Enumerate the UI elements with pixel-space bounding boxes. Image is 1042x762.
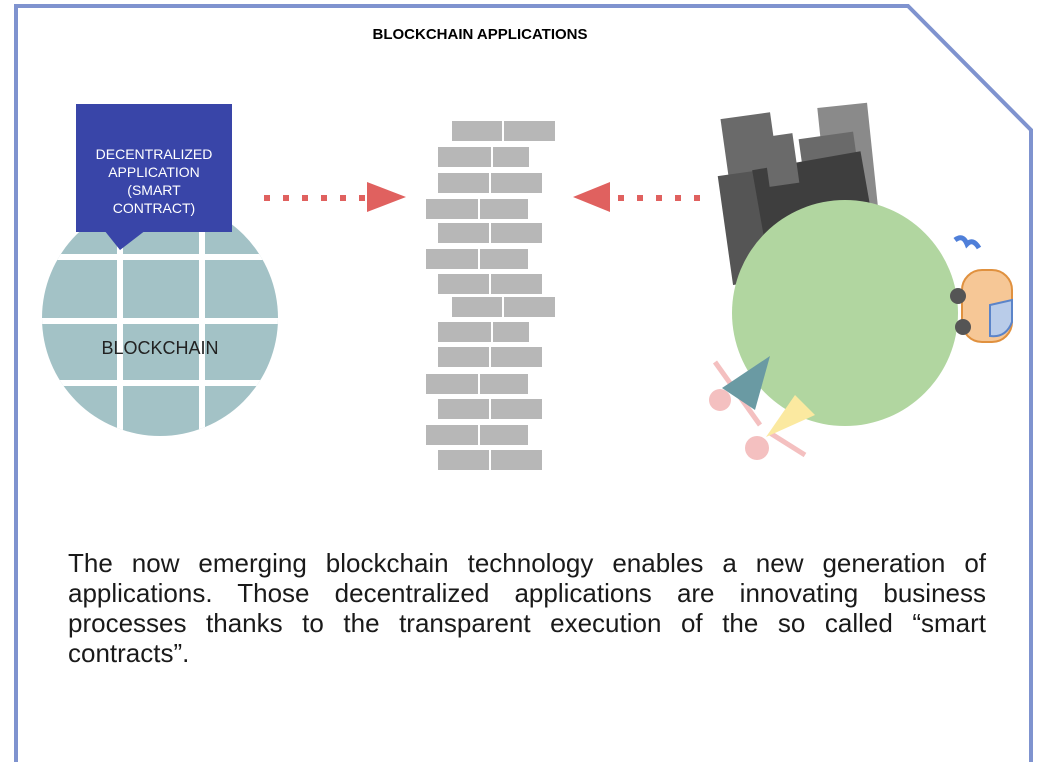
people-icon — [709, 356, 815, 460]
callout-text: DECENTRALIZED APPLICATION (SMART CONTRAC… — [76, 130, 232, 232]
frame-border — [14, 4, 1033, 762]
brick-wall — [424, 119, 557, 472]
callout-line: (SMART — [127, 182, 181, 198]
callout-box — [76, 104, 232, 250]
callout-line: DECENTRALIZED — [95, 146, 213, 162]
blockchain-label: BLOCKCHAIN — [101, 338, 219, 358]
real-world-scene — [709, 102, 1013, 460]
callout-line: CONTRACT) — [112, 200, 196, 216]
callout-line: APPLICATION — [108, 164, 200, 180]
description-text: The now emerging blockchain technology e… — [68, 548, 986, 668]
world-globe — [732, 200, 958, 426]
diagram-title: BLOCKCHAIN APPLICATIONS — [372, 26, 588, 43]
left-arrow — [264, 182, 406, 212]
blockchain-globe — [42, 200, 278, 436]
car-icon — [950, 235, 1013, 343]
right-arrow — [573, 182, 700, 212]
